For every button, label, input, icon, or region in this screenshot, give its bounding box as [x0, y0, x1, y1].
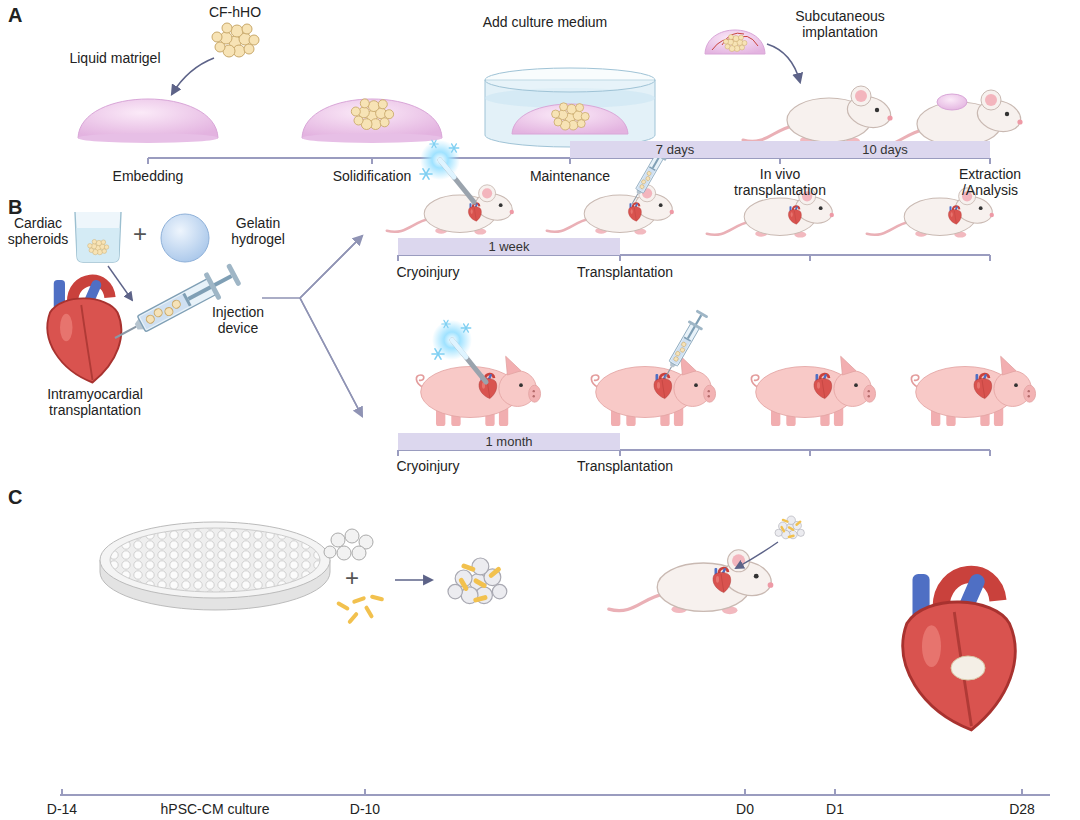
timeline-label: D28 [992, 801, 1052, 817]
pig [911, 356, 1035, 426]
timeline-label: hPSC-CM culture [140, 801, 290, 817]
pig [416, 356, 540, 426]
petri-dish [100, 522, 330, 610]
pig [751, 356, 875, 426]
panel-letter: C [8, 486, 48, 509]
panel-b-art [47, 140, 1035, 456]
matrigel-dome [78, 99, 218, 143]
heart [47, 280, 121, 383]
graft [937, 94, 967, 110]
duration-text: 7 days [656, 143, 694, 156]
annotation: Gelatin hydrogel [222, 215, 294, 247]
aggregate [775, 516, 804, 539]
cells [324, 529, 373, 560]
timeline-label: D-14 [32, 801, 92, 817]
graft-patch [951, 656, 985, 680]
culture-dish [485, 68, 655, 147]
annotation: Subcutaneous implantation [785, 8, 895, 40]
heart [903, 574, 1015, 730]
panel-a-art [78, 23, 1024, 164]
duration-band: 1 month [398, 433, 620, 450]
duration-text: 1 week [488, 240, 529, 253]
annotation: Add culture medium [460, 14, 630, 30]
implant-dome [705, 30, 765, 54]
step-label: Embedding [88, 168, 208, 184]
aggregate [448, 558, 507, 604]
mouse [873, 90, 1024, 149]
timeline-label: D0 [715, 801, 775, 817]
beaker [75, 212, 121, 262]
annotation: CF-hHO [195, 4, 275, 20]
plus-sign: + [337, 564, 367, 592]
rods [336, 594, 384, 624]
step-label: In vivo transplantation [725, 166, 835, 198]
timeline-label: D-10 [335, 801, 395, 817]
timeline-label: Transplantation [565, 458, 685, 474]
timeline-label: Cryoinjury [378, 264, 478, 280]
duration-band: 1 week [398, 238, 620, 255]
step-label: Maintenance [510, 168, 630, 184]
plus-sign: + [125, 220, 155, 248]
mouse [547, 185, 675, 235]
mouse [743, 86, 894, 145]
timeline-label: Cryoinjury [378, 458, 478, 474]
timeline-label: D1 [805, 801, 865, 817]
cryo-probe [432, 320, 486, 382]
annotation: Intramyocardial transplantation [30, 386, 160, 418]
panel-c-art [60, 516, 1050, 795]
organoid [212, 23, 259, 57]
pig [591, 356, 715, 426]
timeline-label: Transplantation [565, 264, 685, 280]
step-label: Extraction /Analysis [948, 166, 1033, 198]
annotation: Liquid matrigel [45, 50, 185, 66]
cryo-probe [420, 140, 474, 202]
hydrogel [161, 214, 209, 262]
step-label: Solidification [312, 168, 432, 184]
duration-band: 10 days [780, 141, 990, 158]
duration-text: 10 days [862, 143, 908, 156]
mouse [387, 185, 515, 235]
annotation: Injection device [198, 304, 278, 336]
annotation: Cardiac spheroids [5, 215, 71, 247]
syringe [658, 309, 710, 383]
duration-band: 7 days [570, 141, 780, 158]
panel-letter: A [8, 4, 48, 27]
duration-text: 1 month [486, 435, 533, 448]
solid-dome [302, 99, 442, 143]
